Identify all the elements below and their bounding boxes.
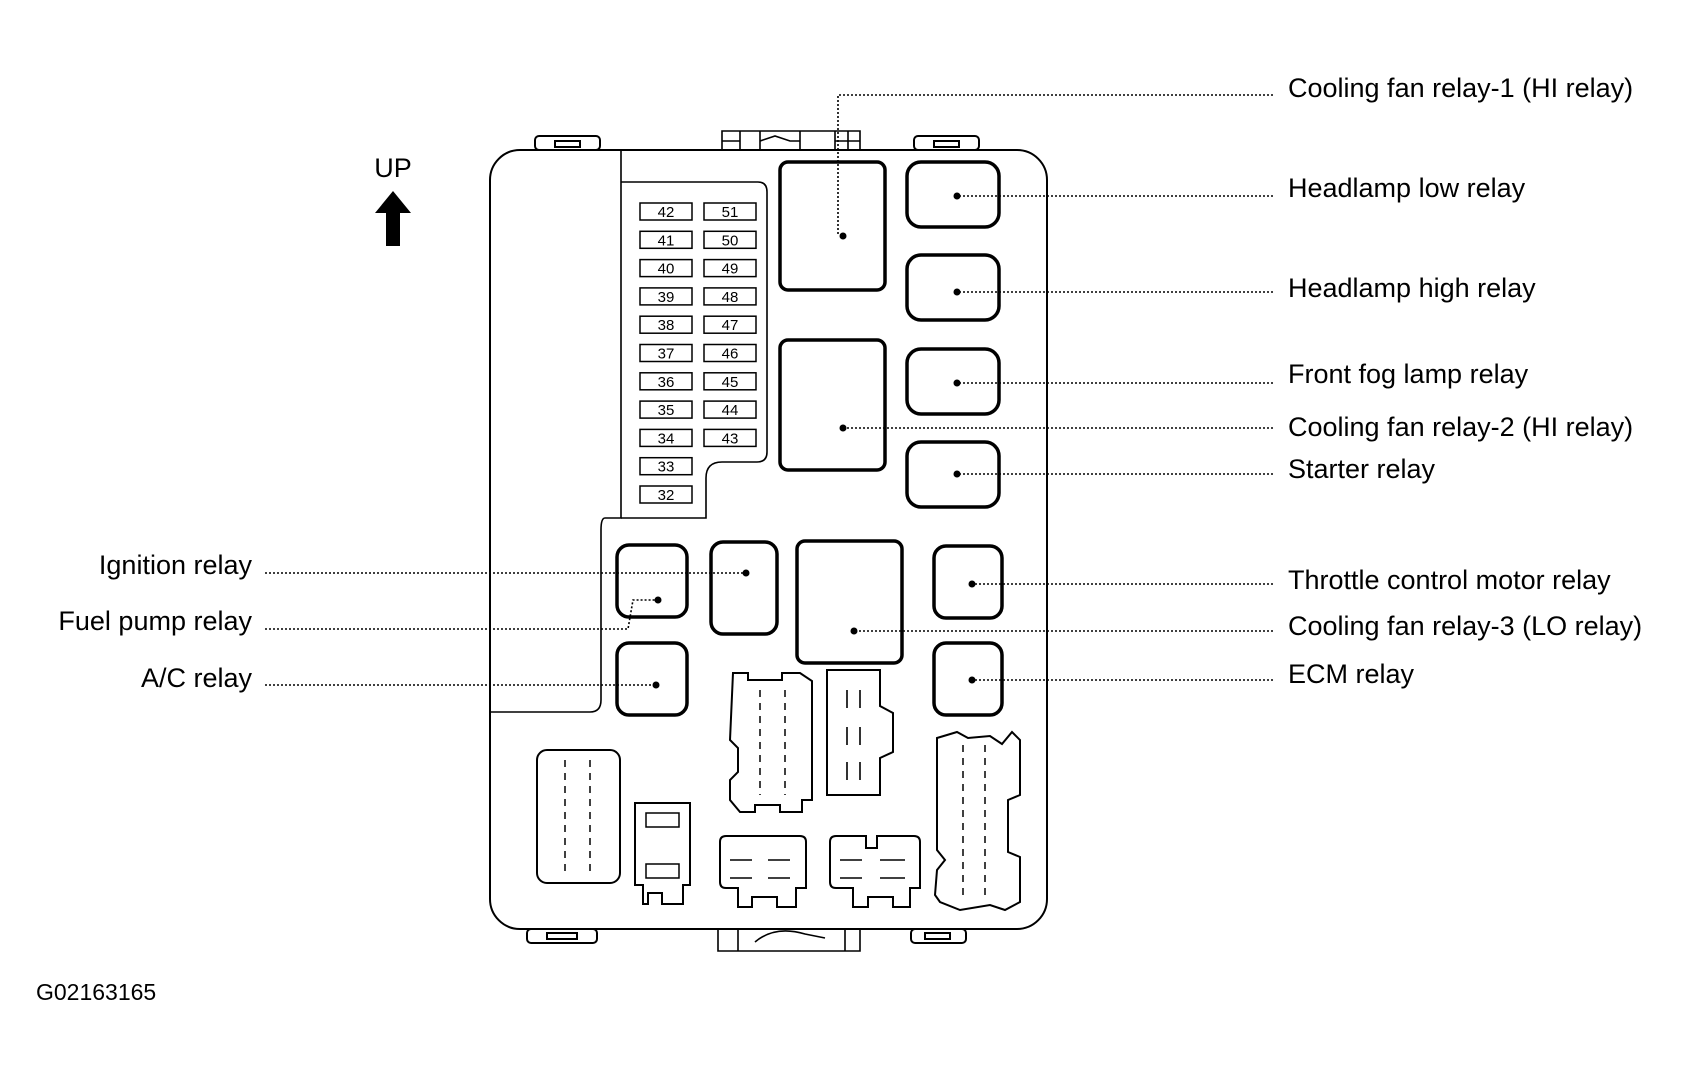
fuse-number-45: 45 [722,374,739,391]
starter-relay [905,440,1001,509]
fuse-number-42: 42 [658,204,675,221]
up-indicator: UP [374,153,412,246]
label-headlamp-low-relay: Headlamp low relay [1288,173,1526,203]
fuse-number-33: 33 [658,459,675,476]
label-headlamp-high-relay: Headlamp high relay [1288,273,1536,303]
up-label: UP [374,153,412,183]
label-fuel-pump-relay: Fuel pump relay [58,606,252,636]
fuse-51 [703,202,757,221]
fuse-number-46: 46 [722,346,739,363]
connector-bottom-1 [719,835,807,908]
connector-small [634,802,691,905]
left-labels: Ignition relay Fuel pump relay A/C relay [58,550,252,693]
fuse-46 [703,343,757,363]
label-cooling-fan-relay-3: Cooling fan relay-3 (LO relay) [1288,611,1642,641]
relays [615,160,1004,717]
headlamp-high-relay [905,253,1001,322]
fuse-number-37: 37 [658,346,675,363]
cooling-fan-relay-2 [778,338,887,472]
fuse-36 [639,372,693,391]
front-fog-lamp-relay [905,347,1001,416]
label-ac-relay: A/C relay [141,663,253,693]
label-front-fog-lamp-relay: Front fog lamp relay [1288,359,1529,389]
lower-connectors [536,669,1021,912]
fuse-number-32: 32 [658,487,675,504]
fuse-number-36: 36 [658,374,675,391]
label-ignition-relay: Ignition relay [99,550,253,580]
fuse-number-47: 47 [722,317,739,334]
fuse-47 [703,315,757,334]
fuse-column-right: 51 50 49 48 47 46 45 44 43 [703,202,757,448]
fuse-45 [703,372,757,391]
connector-tall-right [933,730,1021,912]
fuse-50 [703,230,757,250]
fuse-49 [703,258,757,278]
label-ecm-relay: ECM relay [1288,659,1415,689]
right-labels: Cooling fan relay-1 (HI relay) Headlamp … [1288,73,1642,689]
fuse-35 [639,400,693,419]
ignition-relay [709,540,779,636]
fuse-number-50: 50 [722,232,739,249]
fuse-number-34: 34 [658,430,675,447]
fuse-38 [639,315,693,334]
connector-bottom-2 [829,835,921,908]
headlamp-low-relay [905,160,1001,229]
fuse-number-43: 43 [722,430,739,447]
fuse-40 [639,258,693,278]
fuse-number-49: 49 [722,261,739,278]
cooling-fan-relay-1 [778,160,887,292]
label-starter-relay: Starter relay [1288,454,1436,484]
fuse-48 [703,287,757,306]
fuse-37 [639,343,693,363]
fuse-41 [639,230,693,250]
label-cooling-fan-relay-2: Cooling fan relay-2 (HI relay) [1288,412,1633,442]
connector-tall-middle [728,672,813,813]
cooling-fan-relay-3 [795,539,904,665]
connector-block-center [826,669,894,796]
fuse-number-40: 40 [658,261,675,278]
label-cooling-fan-relay-1: Cooling fan relay-1 (HI relay) [1288,73,1633,103]
ecm-relay [932,641,1004,717]
throttle-control-motor-relay [932,544,1004,620]
connector-block-left [536,749,621,884]
fuse-column-left: 42 41 40 39 38 37 36 35 34 33 32 [639,202,693,504]
fuse-39 [639,287,693,306]
figure-code: G02163165 [36,979,156,1005]
leader-dots [652,192,976,689]
leader-lines [265,94,1273,686]
fuse-number-51: 51 [722,204,739,221]
up-arrow-icon [375,191,411,246]
fuse-number-39: 39 [658,289,675,306]
fuse-number-41: 41 [658,232,675,249]
fuse-number-44: 44 [722,402,739,419]
fuse-number-35: 35 [658,402,675,419]
fuse-44 [703,400,757,419]
fuse-43 [703,428,757,448]
fuse-number-38: 38 [658,317,675,334]
fuse-33 [639,456,693,476]
label-throttle-control-motor-relay: Throttle control motor relay [1288,565,1611,595]
relay-box-housing [489,130,1048,952]
fuse-34 [639,428,693,448]
fuse-32 [639,485,693,504]
fuel-pump-relay [615,543,689,619]
fuse-42 [639,202,693,221]
fuse-number-48: 48 [722,289,739,306]
ac-relay [615,641,689,717]
